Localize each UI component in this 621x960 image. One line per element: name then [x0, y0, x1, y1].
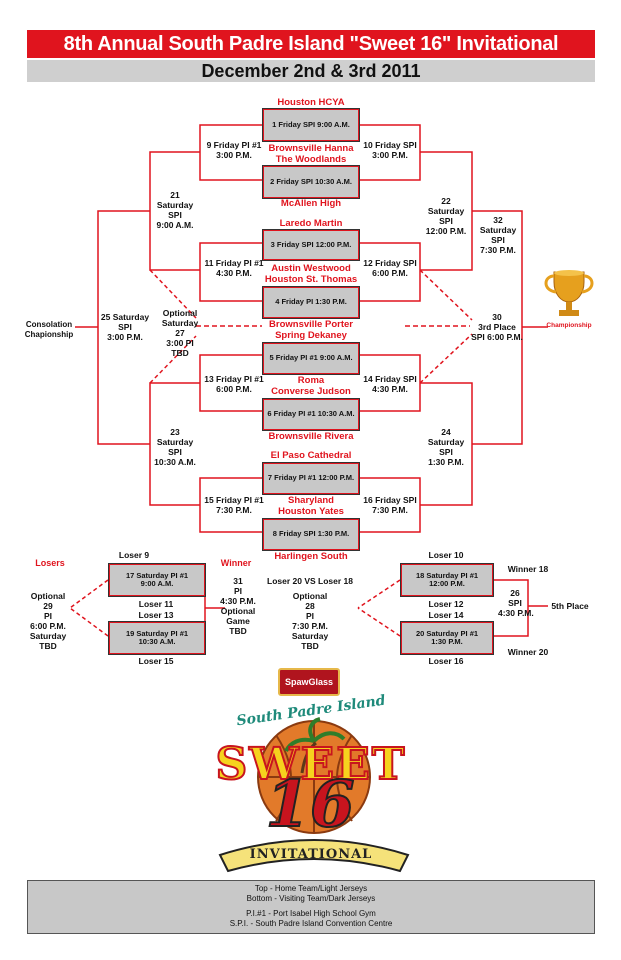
loser-16-label: Loser 16 [428, 656, 464, 666]
logo-invitational-text: INVITATIONAL [249, 847, 373, 862]
game-8-box: 8 Friday SPI 1:30 P.M. [262, 518, 360, 551]
team-houston-yates: Houston Yates [278, 506, 344, 517]
winner-18-label: Winner 18 [507, 564, 549, 574]
team-el-paso-cathedral: El Paso Cathedral [270, 450, 352, 461]
team-roma: Roma [297, 375, 325, 386]
legend-visiting: Bottom - Visiting Team/Dark Jerseys [246, 893, 376, 903]
loser-10-label: Loser 10 [428, 550, 464, 560]
team-austin-westwood: Austin Westwood [271, 263, 351, 274]
footer-legend: Top - Home Team/Light Jerseys Bottom - V… [27, 880, 595, 934]
team-laredo-martin: Laredo Martin [279, 218, 343, 229]
loser-15-label: Loser 15 [138, 656, 174, 666]
losers-vs-label: Loser 20 VS Loser 18 [267, 576, 353, 586]
championship-label: Championship [546, 322, 592, 329]
loser-11-label: Loser 11 [138, 599, 174, 609]
team-harlingen-south: Harlingen South [274, 551, 348, 562]
logo-sweet-text: SWEET [214, 739, 407, 790]
logo-16-text: 16 [264, 767, 355, 842]
game-1-box: 1 Friday SPI 9:00 A.M. [262, 108, 360, 142]
team-brownsville-porter: Brownsville Porter [269, 319, 353, 330]
losers-heading: Losers [35, 558, 65, 568]
loser-13-label: Loser 13 [138, 610, 174, 620]
loser-12-label: Loser 12 [428, 599, 464, 609]
event-date: December 2nd & 3rd 2011 [27, 60, 595, 82]
winner-20-label: Winner 20 [507, 647, 549, 657]
team-the-woodlands: The Woodlands [275, 154, 347, 165]
legend-pi1: P.I.#1 - Port Isabel High School Gym [246, 909, 376, 918]
page-title: 8th Annual South Padre Island "Sweet 16"… [27, 30, 595, 58]
team-converse-judson: Converse Judson [271, 386, 351, 397]
loser-9-label: Loser 9 [118, 550, 150, 560]
legend-spi: S.P.I. - South Padre Island Convention C… [229, 918, 393, 928]
winner-heading: Winner [220, 558, 252, 568]
game-4-box: 4 Friday PI 1:30 P.M. [262, 286, 360, 319]
game-5-box: 5 Friday PI #1 9:00 A.M. [262, 342, 360, 375]
sponsor-logo: SpawGlass [278, 668, 340, 696]
game-7-box: 7 Friday PI #1 12:00 P.M. [262, 462, 360, 495]
team-spring-dekaney: Spring Dekaney [275, 330, 347, 341]
game-2-box: 2 Friday SPI 10:30 A.M. [262, 165, 360, 199]
game-6-box: 6 Friday PI #1 10:30 A.M. [262, 398, 360, 431]
fifth-place-label: 5th Place [551, 601, 589, 611]
legend-home: Top - Home Team/Light Jerseys [254, 884, 368, 893]
game-3-box: 3 Friday SPI 12:00 P.M. [262, 229, 360, 261]
trophy-icon [544, 270, 594, 316]
team-mcallen-high: McAllen High [280, 198, 342, 209]
sweet-16-logo [218, 717, 410, 873]
team-sharyland: Sharyland [288, 495, 334, 506]
team-brownsville-rivera: Brownsville Rivera [268, 431, 354, 442]
loser-14-label: Loser 14 [428, 610, 464, 620]
team-houston-st-thomas: Houston St. Thomas [264, 274, 358, 285]
team-brownsville-hanna: Brownsville Hanna [268, 143, 354, 154]
team-houston-hcya: Houston HCYA [277, 97, 345, 108]
